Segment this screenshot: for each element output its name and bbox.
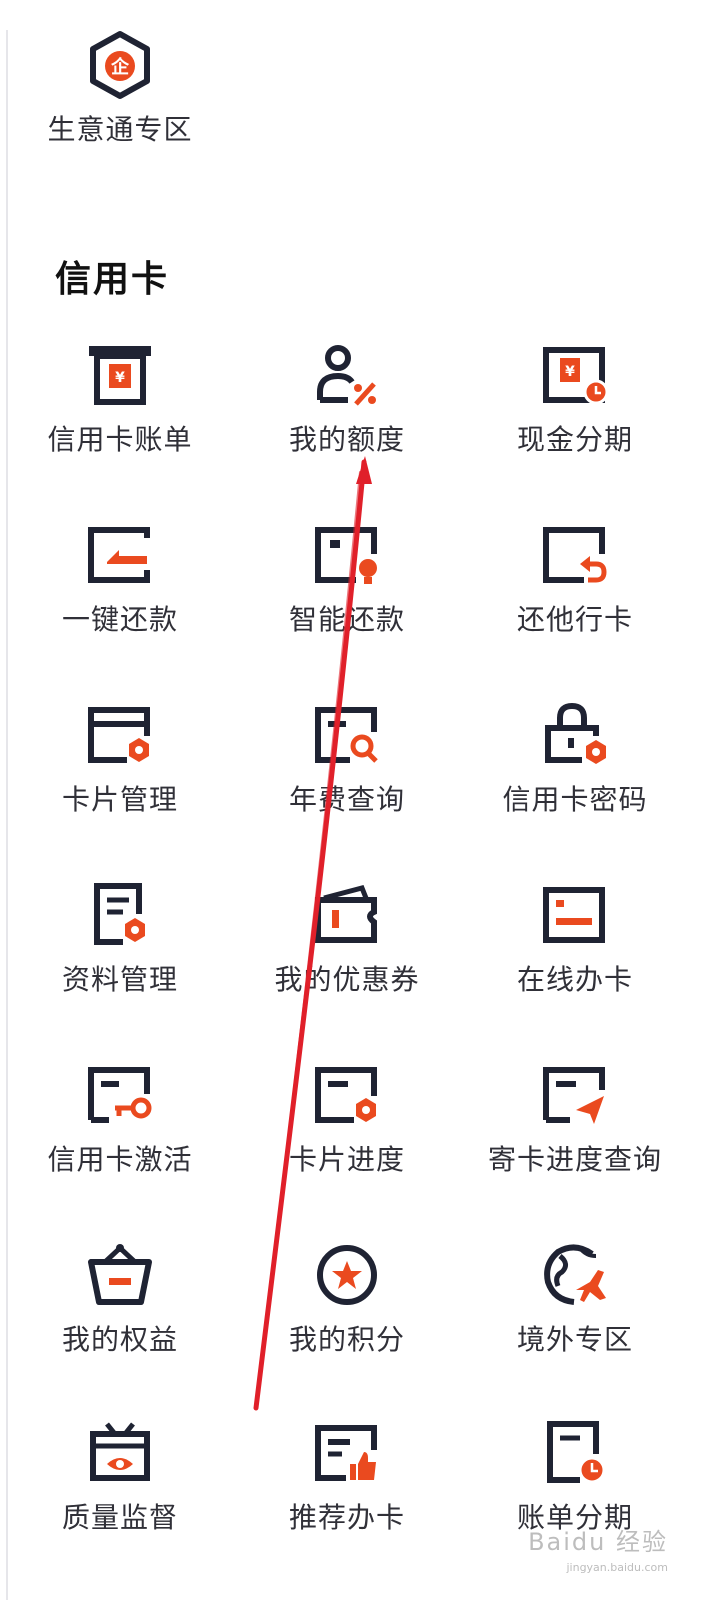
section-title-credit-card: 信用卡 [55,259,170,300]
left-edge-divider [6,30,8,1600]
tile-label: 质量监督 [61,1501,178,1534]
watermark-url: jingyan.baidu.com [566,1561,668,1574]
tile-overseas-zone[interactable]: 境外专区 [475,1240,675,1400]
yuan-card-clock-icon: ¥ [540,340,610,410]
svg-text:¥: ¥ [565,364,575,380]
card-settings-icon [85,700,155,770]
tile-my-limit[interactable]: 我的额度 [247,340,447,500]
tile-my-points[interactable]: 我的积分 [247,1240,447,1400]
card-progress-icon [312,1060,382,1130]
card-key-icon [85,1060,155,1130]
tile-recommend-card[interactable]: 推荐办卡 [247,1418,447,1578]
tile-quality-supervision[interactable]: 质量监督 [20,1418,220,1578]
tile-label: 还他行卡 [516,603,633,636]
tile-label: 卡片管理 [61,783,178,816]
tile-cash-installment[interactable]: ¥ 现金分期 [475,340,675,500]
tv-eye-icon [85,1418,155,1488]
tile-label: 现金分期 [516,423,633,456]
enterprise-zone-entry[interactable]: 企 生意通专区 [20,30,220,190]
tile-label: 资料管理 [61,963,178,996]
tile-label: 寄卡进度查询 [487,1143,662,1176]
bill-clock-icon [540,1418,610,1488]
tile-label: 卡片进度 [288,1143,405,1176]
baidu-watermark: Baidu 经验 jingyan.baidu.com [528,1522,668,1574]
document-settings-icon [85,880,155,950]
tile-card-delivery-query[interactable]: 寄卡进度查询 [475,1060,675,1220]
card-return-icon [540,520,610,590]
svg-text:¥: ¥ [115,370,125,386]
tile-card-management[interactable]: 卡片管理 [20,700,220,860]
tile-online-apply[interactable]: 在线办卡 [475,880,675,1040]
online-card-icon [540,880,610,950]
tile-my-coupons[interactable]: 我的优惠券 [247,880,447,1040]
tile-one-click-repay[interactable]: 一键还款 [20,520,220,680]
tile-label: 信用卡账单 [47,423,193,456]
card-send-icon [540,1060,610,1130]
wallet-coupon-icon [312,880,382,950]
star-points-icon [312,1240,382,1310]
tile-label: 境外专区 [516,1323,633,1356]
tile-label: 账单分期 [516,1501,633,1534]
tile-label: 我的权益 [61,1323,178,1356]
tile-card-password[interactable]: 信用卡密码 [475,700,675,860]
tile-repay-other-bank[interactable]: 还他行卡 [475,520,675,680]
card-search-icon [312,700,382,770]
card-lightbulb-icon [312,520,382,590]
watermark-title: Baidu 经验 [528,1528,668,1556]
tile-bill-installment[interactable]: 账单分期 [475,1418,675,1578]
tile-annual-fee-query[interactable]: 年费查询 [247,700,447,860]
globe-plane-icon [540,1240,610,1310]
user-percent-icon [312,340,382,410]
tile-label: 智能还款 [288,603,405,636]
tile-card-activation[interactable]: 信用卡激活 [20,1060,220,1220]
svg-text:企: 企 [110,56,130,78]
enterprise-zone-label: 生意通专区 [47,113,193,146]
atm-bill-icon: ¥ [85,340,155,410]
tile-smart-repay[interactable]: 智能还款 [247,520,447,680]
tile-label: 年费查询 [288,783,405,816]
card-repay-icon [85,520,155,590]
enterprise-hex-icon: 企 [85,30,155,100]
basket-rights-icon [85,1240,155,1310]
tile-label: 在线办卡 [516,963,633,996]
tile-profile-management[interactable]: 资料管理 [20,880,220,1040]
lock-settings-icon [540,700,610,770]
card-thumbs-up-icon [312,1418,382,1488]
tile-card-progress[interactable]: 卡片进度 [247,1060,447,1220]
tile-label: 信用卡密码 [502,783,648,816]
tile-label: 信用卡激活 [47,1143,193,1176]
tile-label: 我的积分 [288,1323,405,1356]
tile-credit-card-bill[interactable]: ¥ 信用卡账单 [20,340,220,500]
tile-label: 我的额度 [288,423,405,456]
tile-label: 我的优惠券 [274,963,420,996]
tile-label: 推荐办卡 [288,1501,405,1534]
tile-label: 一键还款 [61,603,178,636]
tile-my-rights[interactable]: 我的权益 [20,1240,220,1400]
